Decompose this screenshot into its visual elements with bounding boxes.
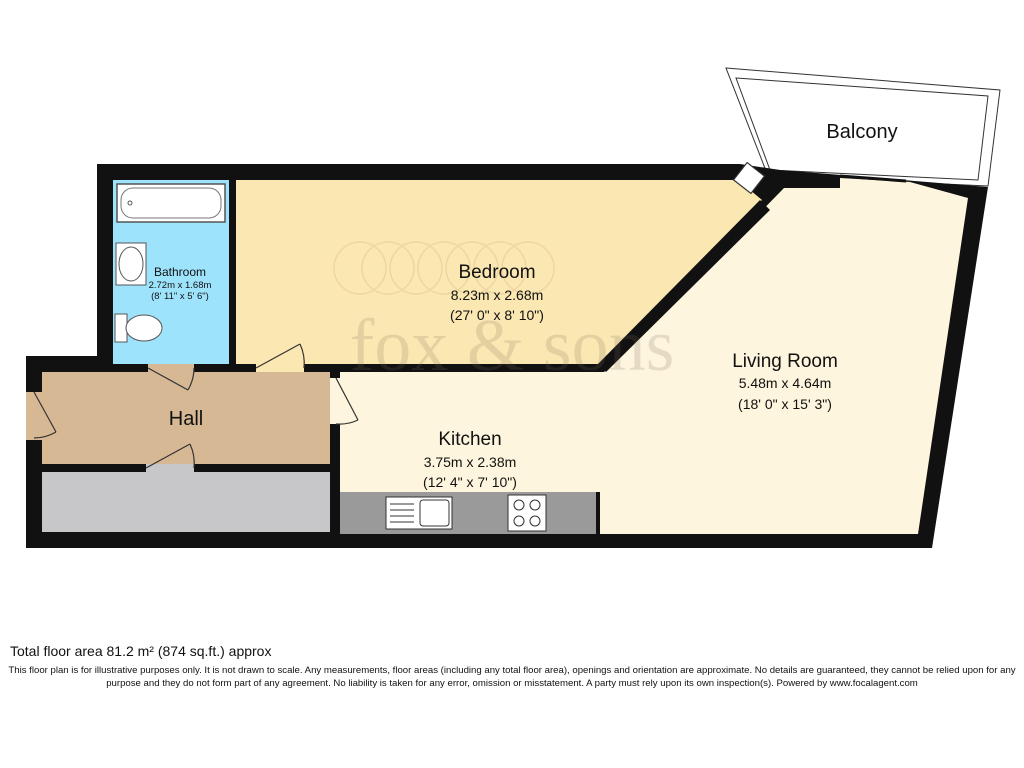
disclaimer-text: This floor plan is for illustrative purp… [8, 665, 1016, 689]
balcony-area [725, 67, 1001, 187]
hall-label: Hall [169, 408, 203, 430]
svg-text:3.75m x 2.38m: 3.75m x 2.38m [424, 454, 517, 470]
basin-icon [115, 242, 147, 286]
total-floor-area: Total floor area 81.2 m² (874 sq.ft.) ap… [10, 643, 272, 659]
svg-text:(8' 11" x 5' 6"): (8' 11" x 5' 6") [151, 291, 209, 302]
hall-floor [42, 372, 330, 464]
bathtub-icon [116, 183, 226, 223]
svg-text:Kitchen: Kitchen [438, 429, 501, 450]
watermark-text: fox & sons [350, 305, 675, 387]
svg-text:5.48m x 4.64m: 5.48m x 4.64m [739, 375, 832, 391]
svg-text:Bathroom: Bathroom [154, 265, 206, 279]
svg-text:(27' 0" x 8' 10"): (27' 0" x 8' 10") [450, 307, 544, 323]
svg-text:Living Room: Living Room [732, 351, 838, 372]
balcony-label: Balcony [826, 121, 897, 143]
living-room-label: Living Room 5.48m x 4.64m (18' 0" x 15' … [732, 351, 838, 412]
bedroom-label: Bedroom 8.23m x 2.68m (27' 0" x 8' 10") [450, 262, 544, 323]
toilet-icon [114, 313, 163, 343]
svg-text:8.23m x 2.68m: 8.23m x 2.68m [451, 287, 544, 303]
watermark-logo: fox & sons [333, 241, 675, 387]
kitchen-label: Kitchen 3.75m x 2.38m (12' 4" x 7' 10") [423, 429, 517, 490]
floor-plan: fox & sons Bedroom 8.23m x 2.68m (27' 0"… [26, 67, 1001, 548]
svg-text:2.72m x 1.68m: 2.72m x 1.68m [149, 280, 212, 291]
store-floor [42, 472, 330, 532]
kitchen-worktop [340, 492, 596, 534]
living-room-floor [340, 178, 968, 534]
bedroom-floor [236, 180, 762, 364]
svg-text:Bedroom: Bedroom [458, 262, 535, 283]
svg-text:(18' 0" x 15' 3"): (18' 0" x 15' 3") [738, 396, 832, 412]
svg-text:(12' 4" x 7' 10"): (12' 4" x 7' 10") [423, 474, 517, 490]
door-swings [26, 161, 907, 472]
bathroom-label: Bathroom 2.72m x 1.68m (8' 11" x 5' 6") [149, 265, 212, 302]
